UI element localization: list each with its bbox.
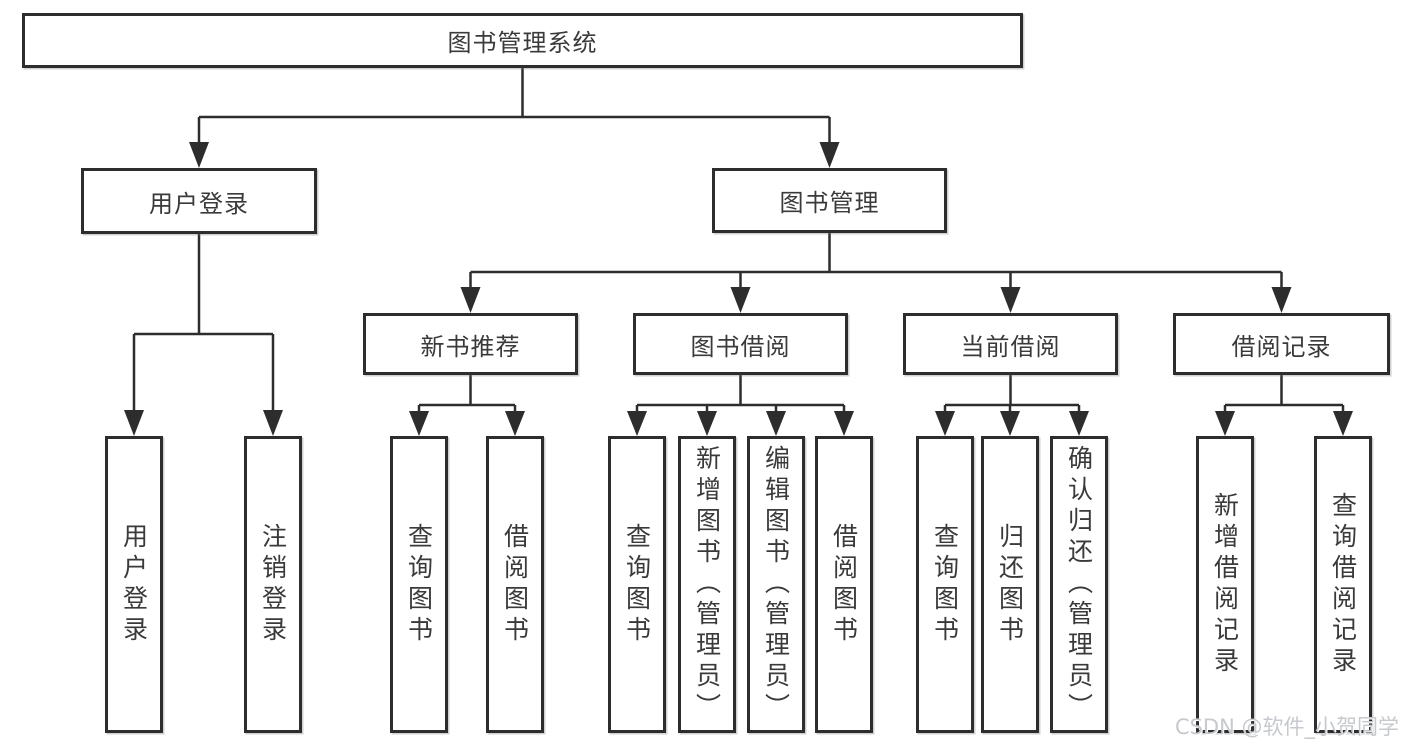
node-label: 当前借阅 bbox=[960, 332, 1061, 361]
csdn-watermark: CSDN @软件_小贺同学 bbox=[1174, 715, 1399, 739]
node-current-borrowing: 当前借阅 bbox=[903, 313, 1118, 375]
node-label: 图书管理系统 bbox=[447, 29, 598, 57]
leaf-query-books-borrowing: 查询图书 bbox=[608, 436, 666, 733]
node-borrow-records: 借阅记录 bbox=[1173, 313, 1390, 375]
leaf-logout: 注销登录 bbox=[244, 436, 302, 733]
node-label: 用户登录 bbox=[149, 189, 249, 218]
node-book-borrowing: 图书借阅 bbox=[633, 313, 848, 375]
node-label: 图书借阅 bbox=[690, 332, 791, 361]
node-label: 借阅图书 bbox=[500, 522, 530, 647]
leaf-user-login: 用户登录 bbox=[105, 436, 163, 733]
node-label: 借阅图书 bbox=[829, 522, 859, 647]
node-label: 归还图书 bbox=[995, 522, 1025, 647]
leaf-add-books-admin: 新增图书（管理员） bbox=[678, 436, 736, 733]
node-label: 查询图书 bbox=[622, 522, 652, 647]
node-book-management: 图书管理 bbox=[712, 168, 947, 233]
node-label: 确认归还（管理员） bbox=[1064, 445, 1094, 724]
node-label: 用户登录 bbox=[119, 522, 149, 647]
leaf-query-borrow-record: 查询借阅记录 bbox=[1314, 436, 1372, 733]
node-label: 编辑图书（管理员） bbox=[761, 445, 791, 724]
node-label: 借阅记录 bbox=[1231, 332, 1332, 361]
leaf-borrow-books: 借阅图书 bbox=[815, 436, 873, 733]
arrowheads bbox=[124, 142, 1353, 436]
node-label: 新增图书（管理员） bbox=[692, 445, 722, 724]
node-label: 查询图书 bbox=[930, 522, 960, 647]
node-label: 新书推荐 bbox=[420, 332, 521, 361]
node-new-book-recommend: 新书推荐 bbox=[363, 313, 578, 375]
node-label: 查询图书 bbox=[404, 522, 434, 647]
node-label: 查询借阅记录 bbox=[1328, 491, 1358, 678]
node-label: 新增借阅记录 bbox=[1210, 491, 1240, 678]
node-user-login: 用户登录 bbox=[81, 168, 317, 234]
leaf-edit-books-admin: 编辑图书（管理员） bbox=[747, 436, 805, 733]
leaf-query-books-recommend: 查询图书 bbox=[390, 436, 448, 733]
leaf-add-borrow-record: 新增借阅记录 bbox=[1196, 436, 1254, 733]
leaf-confirm-return-admin: 确认归还（管理员） bbox=[1050, 436, 1108, 733]
leaf-borrow-books-recommend: 借阅图书 bbox=[486, 436, 544, 733]
node-library-management-system: 图书管理系统 bbox=[22, 13, 1023, 68]
leaf-return-books: 归还图书 bbox=[981, 436, 1039, 733]
node-label: 注销登录 bbox=[258, 522, 288, 647]
node-label: 图书管理 bbox=[779, 189, 880, 217]
leaf-query-books-current: 查询图书 bbox=[916, 436, 974, 733]
